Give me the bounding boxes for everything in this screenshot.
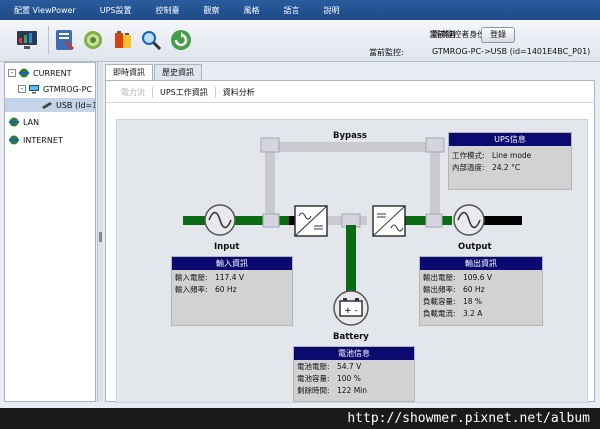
battery-info-row: 剩餘時間:122 Min — [297, 386, 368, 395]
main-panel: 電力流 UPS工作資訊 資料分析 — [105, 80, 595, 403]
line-battery — [346, 225, 356, 293]
bypass-joint-right — [425, 137, 445, 153]
bypass-left-vertical — [265, 147, 275, 217]
current-monitor-value: GTMROG-PC->USB (id=1401E4BC_P01) — [432, 47, 591, 56]
menu-view[interactable]: 觀察 — [203, 5, 220, 15]
line-output-right — [482, 216, 522, 225]
battery-info-box: 電池信息 電池電壓:54.7 V 電池容量:100 % 剩餘時間:122 Min — [293, 346, 415, 402]
line-input-left — [183, 216, 207, 225]
menu-config[interactable]: 配置 ViewPower — [14, 5, 76, 15]
output-label: Output — [458, 242, 492, 252]
rectifier-symbol — [294, 205, 328, 237]
output-info-title: 輸出資訊 — [420, 257, 542, 270]
monitor-identity-value: 觀察者 — [432, 30, 456, 39]
bypass-right-vertical — [430, 147, 440, 217]
junction-left — [262, 213, 280, 228]
tree-item-label: GTMROG-PC — [43, 84, 93, 94]
bypass-joint-left — [260, 137, 280, 153]
tab-realtime-info[interactable]: 即時資訊 — [105, 64, 153, 80]
tree-item-gtmrog-pc[interactable]: - GTMROG-PC — [18, 82, 92, 96]
subtab-ups-work-info[interactable]: UPS工作資訊 — [153, 87, 216, 98]
tree-item-label: INTERNET — [23, 135, 63, 145]
menu-help[interactable]: 說明 — [323, 5, 340, 15]
ups-info-row: 工作模式:Line mode — [452, 151, 532, 160]
input-info-box: 輸入資訊 輸入電壓:117.4 V 輸入頻率:60 Hz — [171, 256, 293, 326]
menu-bar: 配置 ViewPower UPS設置 控制臺 觀察 風格 語言 說明 — [0, 0, 600, 20]
collapse-icon[interactable]: - — [8, 69, 16, 77]
line-input-dark — [289, 216, 297, 225]
output-info-row: 負載電流:3.2 A — [423, 309, 483, 318]
main-tabs: 即時資訊 歷史資訊 — [105, 64, 203, 80]
menu-style[interactable]: 風格 — [243, 5, 260, 15]
menu-language[interactable]: 語言 — [283, 5, 300, 15]
subtab-data-analysis[interactable]: 資料分析 — [222, 88, 255, 97]
output-ac-symbol — [453, 204, 485, 236]
device-tree: - CURRENT - GTMROG-PC USB (Id=1- LAN INT… — [4, 62, 96, 402]
battery-label: Battery — [333, 332, 369, 342]
tree-item-label: CURRENT — [33, 68, 72, 78]
toolbar: 當前監控者身份: 觀察者 登錄 當前監控: GTMROG-PC->USB (id… — [0, 20, 600, 62]
power-flow-lines: + - — [183, 137, 522, 326]
magnifier-icon[interactable] — [138, 27, 164, 53]
line-input-to-rectifier — [233, 216, 291, 225]
output-info-row: 輸出頻率:60 Hz — [423, 285, 485, 294]
computer-icon — [28, 84, 40, 94]
battery-info-title: 電池信息 — [294, 347, 414, 360]
inverter-symbol — [372, 205, 406, 237]
collapse-icon[interactable]: - — [18, 85, 26, 93]
ups-info-title: UPS信息 — [449, 133, 571, 146]
output-info-box: 輸出資訊 輸出電壓:109.6 V 輸出頻率:60 Hz 負載容量:18 % 負… — [419, 256, 543, 326]
monitor-identity-label: 當前監控者身份: — [429, 30, 488, 39]
network-icon — [8, 117, 20, 127]
current-monitor-label: 當前監控: — [369, 48, 404, 57]
panel-splitter[interactable] — [97, 62, 103, 402]
battery-book-icon[interactable] — [110, 27, 136, 53]
watermark-url: http://showmer.pixnet.net/album — [0, 408, 600, 429]
input-info-row: 輸入頻率:60 Hz — [175, 285, 237, 294]
bypass-label: Bypass — [333, 131, 367, 141]
monitor-chart-icon[interactable] — [14, 27, 40, 53]
menu-control-panel[interactable]: 控制臺 — [155, 5, 180, 15]
battery-symbol: + - — [333, 290, 369, 326]
settings-tools-icon[interactable] — [52, 27, 78, 53]
subtab-power-flow[interactable]: 電力流 — [114, 87, 153, 98]
battery-info-row: 電池容量:100 % — [297, 374, 361, 383]
junction-right — [425, 213, 443, 228]
splitter-grip[interactable] — [99, 232, 102, 242]
tree-item-lan[interactable]: LAN — [8, 115, 39, 129]
ups-info-row: 內部溫度:24.2 °C — [452, 163, 521, 172]
network-icon — [8, 135, 20, 145]
tree-item-label: LAN — [23, 117, 40, 127]
power-flow-diagram: + - Bypass Input Output Battery UPS信息 工作… — [116, 119, 588, 403]
network-icon — [18, 68, 30, 78]
toolbar-separator — [48, 26, 49, 54]
tree-item-usb[interactable]: USB (Id=1- — [5, 98, 96, 112]
sub-tabs: 電力流 UPS工作資訊 資料分析 — [106, 83, 594, 103]
refresh-icon[interactable] — [168, 27, 194, 53]
gear-green-icon[interactable] — [80, 27, 106, 53]
usb-icon — [41, 100, 53, 110]
battery-symbol-text: + - — [344, 306, 358, 316]
tree-item-internet[interactable]: INTERNET — [8, 133, 63, 147]
menu-ups-settings[interactable]: UPS設置 — [99, 5, 132, 15]
tree-item-label: USB (Id=1- — [56, 100, 96, 110]
login-button[interactable]: 登錄 — [481, 27, 515, 43]
battery-info-row: 電池電壓:54.7 V — [297, 362, 362, 371]
tree-item-current[interactable]: - CURRENT — [8, 66, 71, 80]
input-info-title: 輸入資訊 — [172, 257, 292, 270]
output-info-row: 負載容量:18 % — [423, 297, 483, 306]
input-info-row: 輸入電壓:117.4 V — [175, 273, 244, 282]
input-ac-symbol — [204, 204, 236, 236]
ups-info-box: UPS信息 工作模式:Line mode 內部溫度:24.2 °C — [448, 132, 572, 190]
input-label: Input — [214, 242, 240, 252]
bypass-top-horizontal — [265, 142, 440, 152]
tab-history-info[interactable]: 歷史資訊 — [154, 64, 202, 80]
output-info-row: 輸出電壓:109.6 V — [423, 273, 492, 282]
